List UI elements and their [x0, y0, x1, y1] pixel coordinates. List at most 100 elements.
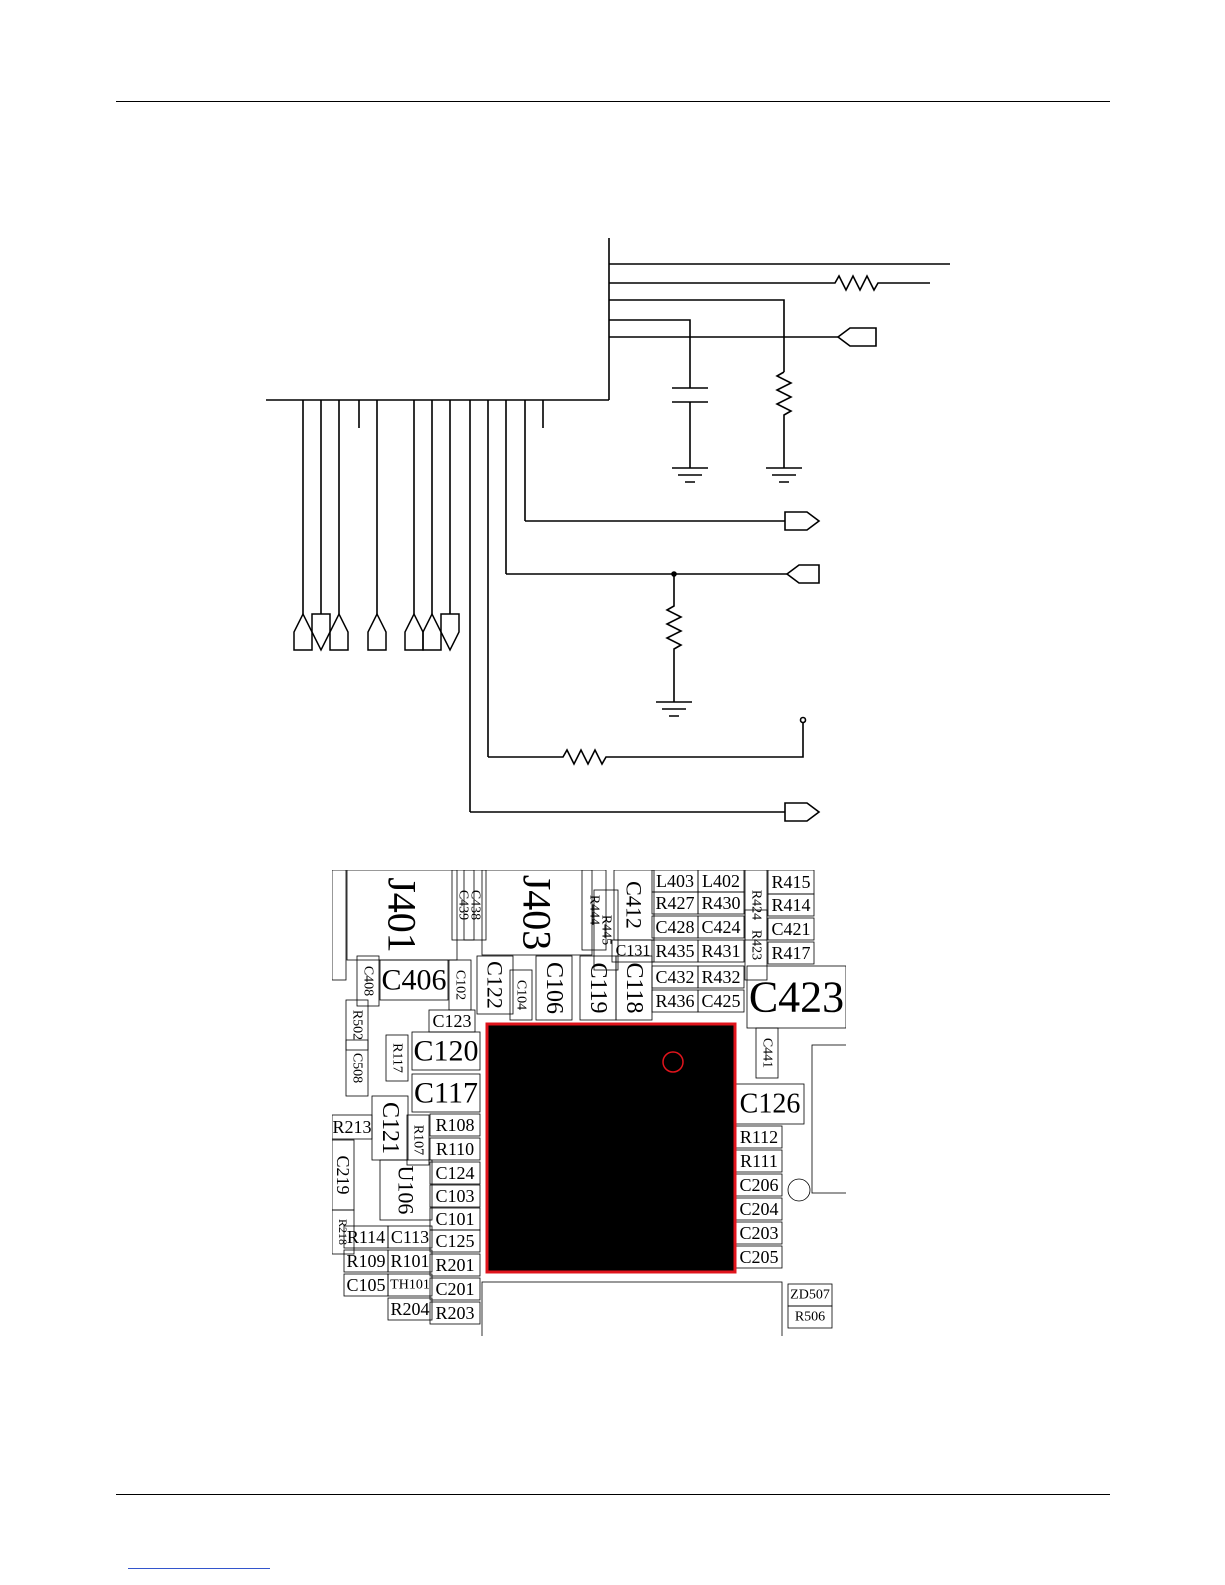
pcb-ref-label: R424 — [749, 890, 764, 920]
pcb-component-outline — [593, 889, 619, 971]
pcb-ref-label: R213 — [332, 1117, 371, 1137]
pcb-ref-label: C101 — [435, 1209, 474, 1229]
pcb-ref-label: C120 — [413, 1035, 478, 1068]
pcb-component-outline — [615, 955, 653, 1021]
pcb-ref-label: J403 — [515, 875, 560, 951]
pcb-component-outline — [387, 1297, 433, 1321]
pcb-component-outline — [463, 870, 487, 941]
test-point — [799, 716, 807, 724]
pcb-component-outline — [345, 1039, 369, 1097]
pcb-ref-label: R218 — [336, 1219, 350, 1245]
pcb-component-outline — [406, 1114, 430, 1166]
pcb-component-outline — [429, 1184, 481, 1208]
pcb-component-outline — [697, 891, 745, 915]
pcb-ref-label: TH101 — [390, 1278, 430, 1293]
schematic-diagram — [266, 238, 950, 822]
pcb-component-outline — [429, 1277, 481, 1301]
test-point-pad — [787, 1178, 811, 1202]
pcb-ref-label: C119 — [585, 962, 611, 1013]
pcb-ref-label: C438 — [468, 890, 483, 920]
pcb-component-outline — [411, 1073, 481, 1113]
pcb-ref-label: C124 — [435, 1163, 474, 1183]
footer-rule — [116, 1494, 1110, 1495]
pcb-ref-label: R423 — [749, 930, 764, 960]
capacitor-c — [672, 387, 708, 468]
pcb-ref-label: C121 — [377, 1102, 403, 1154]
port-group-bottom — [293, 612, 460, 652]
pcb-component-outline — [385, 1034, 409, 1082]
pcb-ref-label: R108 — [435, 1115, 474, 1135]
pcb-component-outline — [481, 870, 593, 956]
pcb-component-outline — [697, 965, 745, 989]
pcb-component-outline — [611, 939, 655, 963]
pcb-ref-label: R414 — [771, 895, 810, 915]
pcb-ref-label: C203 — [739, 1223, 778, 1243]
pcb-ref-label: R109 — [346, 1251, 385, 1271]
pcb-ref-label: R201 — [435, 1255, 474, 1275]
port-output-2 — [784, 802, 821, 822]
pcb-component-outline — [485, 1022, 737, 1274]
pcb-component-outline — [697, 915, 745, 939]
pcb-ref-label: R114 — [347, 1227, 385, 1247]
port-output-1 — [784, 511, 821, 531]
pcb-ref-label: C126 — [740, 1089, 801, 1120]
pcb-ref-label: C103 — [435, 1186, 474, 1206]
pcb-outline — [811, 1044, 846, 1194]
pcb-ref-label: R435 — [655, 941, 694, 961]
ground-1 — [672, 467, 708, 483]
pin1-marker — [662, 1051, 684, 1073]
pcb-ref-label: U106 — [394, 1166, 419, 1215]
pcb-ref-label: J401 — [380, 877, 425, 953]
pcb-ref-label: C117 — [414, 1077, 478, 1110]
pcb-ref-label: R204 — [390, 1299, 429, 1319]
pcb-ref-label: R444 — [587, 895, 602, 925]
port-input — [785, 564, 820, 584]
pcb-component-outline — [476, 955, 514, 1015]
pcb-ref-label: R203 — [435, 1303, 474, 1323]
net-connector-1 — [609, 319, 691, 388]
pcb-ref-label: C104 — [514, 980, 529, 1010]
pcb-component-outline — [387, 1225, 433, 1249]
pcb-ref-label: R101 — [390, 1251, 429, 1271]
pcb-ref-label: R427 — [655, 893, 694, 913]
pcb-ref-label: C123 — [432, 1011, 471, 1031]
pcb-ref-label: C412 — [622, 881, 647, 929]
net-pullup — [609, 299, 785, 372]
pcb-ref-label: C105 — [346, 1275, 385, 1295]
pcb-ref-label: R445 — [599, 915, 614, 945]
pcb-ref-label: C508 — [350, 1053, 365, 1083]
pcb-ref-label: C122 — [483, 961, 508, 1009]
pcb-ref-label: C424 — [701, 917, 740, 937]
pcb-ref-label: R506 — [795, 1310, 825, 1325]
ground-2 — [766, 467, 802, 483]
port-right-1 — [836, 327, 877, 347]
pcb-component-outline — [379, 959, 449, 1001]
footer-link-underline[interactable] — [128, 1568, 270, 1569]
pcb-ref-label: C102 — [453, 970, 468, 1000]
pcb-ref-label: C406 — [381, 964, 446, 997]
pcb-ref-label: L403 — [656, 871, 694, 891]
pcb-component-outline — [429, 1113, 481, 1137]
header-rule — [116, 101, 1110, 102]
pcb-ref-label: R117 — [390, 1043, 405, 1073]
pcb-ref-label: R430 — [701, 893, 740, 913]
pcb-component-outline — [744, 909, 768, 981]
pcb-ref-label: C421 — [771, 919, 810, 939]
pcb-component-outline — [767, 893, 815, 917]
pcb-ref-label: ZD507 — [790, 1288, 830, 1303]
pcb-component-outline — [429, 1161, 481, 1185]
pcb-component-outline — [429, 1301, 481, 1325]
pcb-component-outline — [767, 917, 815, 941]
pcb-component-outline — [746, 965, 846, 1029]
pcb-ref-label: C125 — [435, 1231, 474, 1251]
pcb-ref-label: C131 — [616, 943, 651, 960]
pcb-component-outline — [429, 1137, 481, 1161]
pcb-component-outline — [509, 969, 533, 1021]
pcb-component-outline — [411, 1031, 481, 1071]
pcb-ref-label: C423 — [749, 973, 844, 1022]
pcb-ref-label: C425 — [701, 991, 740, 1011]
pcb-component-outline — [451, 870, 475, 941]
pcb-outline — [332, 870, 347, 981]
pcb-component-outline — [697, 989, 745, 1013]
